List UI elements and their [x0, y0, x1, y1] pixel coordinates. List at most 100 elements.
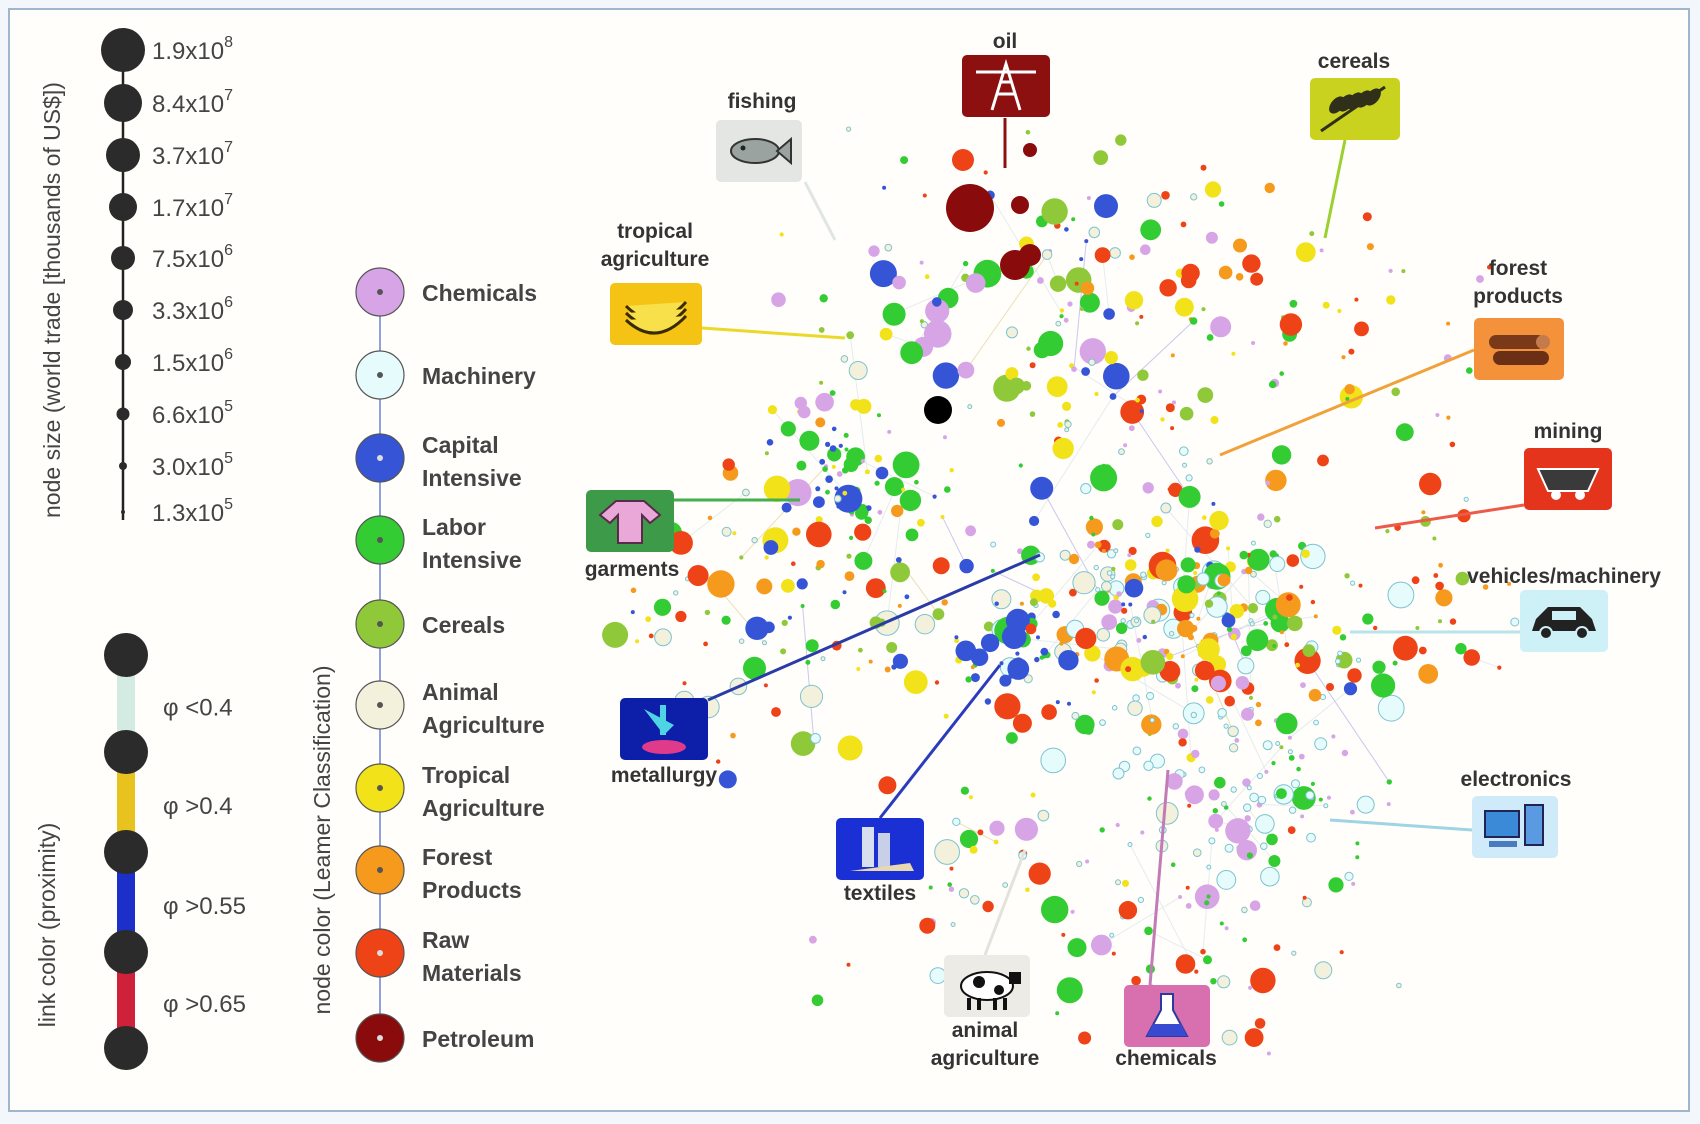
callout-garments: garments [585, 490, 800, 581]
network-nodes [602, 126, 1520, 1056]
network-node [1086, 196, 1091, 200]
wheat-icon [1320, 85, 1386, 133]
network-node [1191, 749, 1200, 759]
network-node [1112, 519, 1124, 531]
network-node [1131, 975, 1141, 986]
network-node [1272, 644, 1277, 648]
network-node [1019, 244, 1041, 266]
node-size-base: 7.5x10 [152, 246, 224, 273]
network-node [1025, 130, 1031, 135]
network-node [1068, 553, 1080, 565]
network-node [1015, 651, 1020, 656]
network-node [1178, 895, 1183, 899]
network-node [1040, 647, 1049, 656]
network-node [1263, 519, 1272, 528]
network-node [1196, 616, 1201, 621]
node-size-value: 1.9x108 [152, 34, 233, 65]
network-node [762, 640, 767, 646]
network-node [764, 451, 769, 456]
network-node [1217, 573, 1231, 587]
network-node [1286, 554, 1300, 567]
network-node [805, 639, 819, 653]
network-node [653, 598, 672, 616]
network-node [1006, 732, 1018, 744]
network-node [1350, 809, 1355, 815]
network-node [1210, 978, 1217, 985]
network-node [947, 882, 952, 887]
network-node [869, 260, 897, 288]
network-node [1118, 448, 1125, 456]
network-node [829, 445, 837, 452]
network-node [1052, 437, 1074, 460]
network-node [1182, 462, 1187, 468]
network-node [1269, 550, 1277, 558]
node-size-dot [109, 193, 137, 221]
network-node [1181, 263, 1200, 283]
network-node [1308, 688, 1322, 702]
node-size-exponent: 7 [224, 191, 233, 208]
callout-chemicals: chemicals [1115, 769, 1217, 1070]
network-node [949, 468, 954, 473]
callout-label: textiles [844, 882, 916, 905]
network-node [1052, 610, 1060, 619]
network-node [791, 561, 796, 566]
network-node [1339, 950, 1344, 955]
network-node [1224, 843, 1234, 853]
network-node [630, 587, 637, 594]
network-node [1300, 814, 1305, 819]
node-size-value: 3.3x106 [152, 294, 233, 325]
network-node [952, 149, 974, 171]
network-node [1128, 546, 1137, 556]
network-node [1079, 338, 1107, 365]
network-node [1386, 779, 1393, 785]
network-node [1122, 879, 1129, 887]
network-node [635, 639, 640, 644]
network-node [1041, 704, 1057, 720]
node-color-label: Cereals [422, 612, 505, 638]
network-node [1206, 334, 1214, 341]
network-node [1241, 906, 1248, 914]
network-node [781, 502, 792, 513]
network-node [1319, 248, 1324, 253]
callout-fishing: fishing [716, 90, 837, 241]
network-node [1023, 674, 1033, 684]
network-node [984, 698, 992, 705]
network-node [1266, 833, 1278, 846]
callout-label: agriculture [601, 248, 710, 271]
network-node [957, 361, 975, 379]
network-node [825, 475, 833, 484]
network-link [1129, 844, 1197, 972]
network-node [905, 528, 919, 542]
network-node [1435, 413, 1440, 417]
network-node [1168, 631, 1175, 637]
network-node [1101, 464, 1113, 476]
network-node [1084, 239, 1089, 244]
network-node [1141, 714, 1162, 735]
network-node [645, 616, 652, 623]
network-node [1250, 967, 1276, 994]
network-node [796, 460, 807, 471]
network-node [1257, 513, 1265, 521]
node-size-value: 8.4x107 [152, 87, 233, 118]
network-node [1103, 362, 1130, 390]
network-link [1033, 396, 1114, 522]
network-node [1197, 638, 1220, 661]
network-node [1210, 316, 1232, 338]
network-node [1438, 562, 1443, 568]
network-node [834, 486, 839, 491]
node-size-exponent: 8 [224, 34, 233, 51]
network-node [952, 817, 961, 826]
network-node [1275, 592, 1301, 618]
network-node [900, 156, 909, 165]
network-node [1091, 532, 1096, 537]
network-node [1217, 708, 1227, 718]
node-size-exponent: 6 [224, 242, 233, 259]
network-node [1067, 938, 1087, 958]
network-node [780, 421, 796, 437]
network-node [767, 405, 778, 415]
node-size-base: 8.4x10 [152, 91, 224, 118]
network-node [1354, 297, 1359, 302]
network-node [1335, 658, 1341, 665]
network-node [858, 647, 863, 653]
